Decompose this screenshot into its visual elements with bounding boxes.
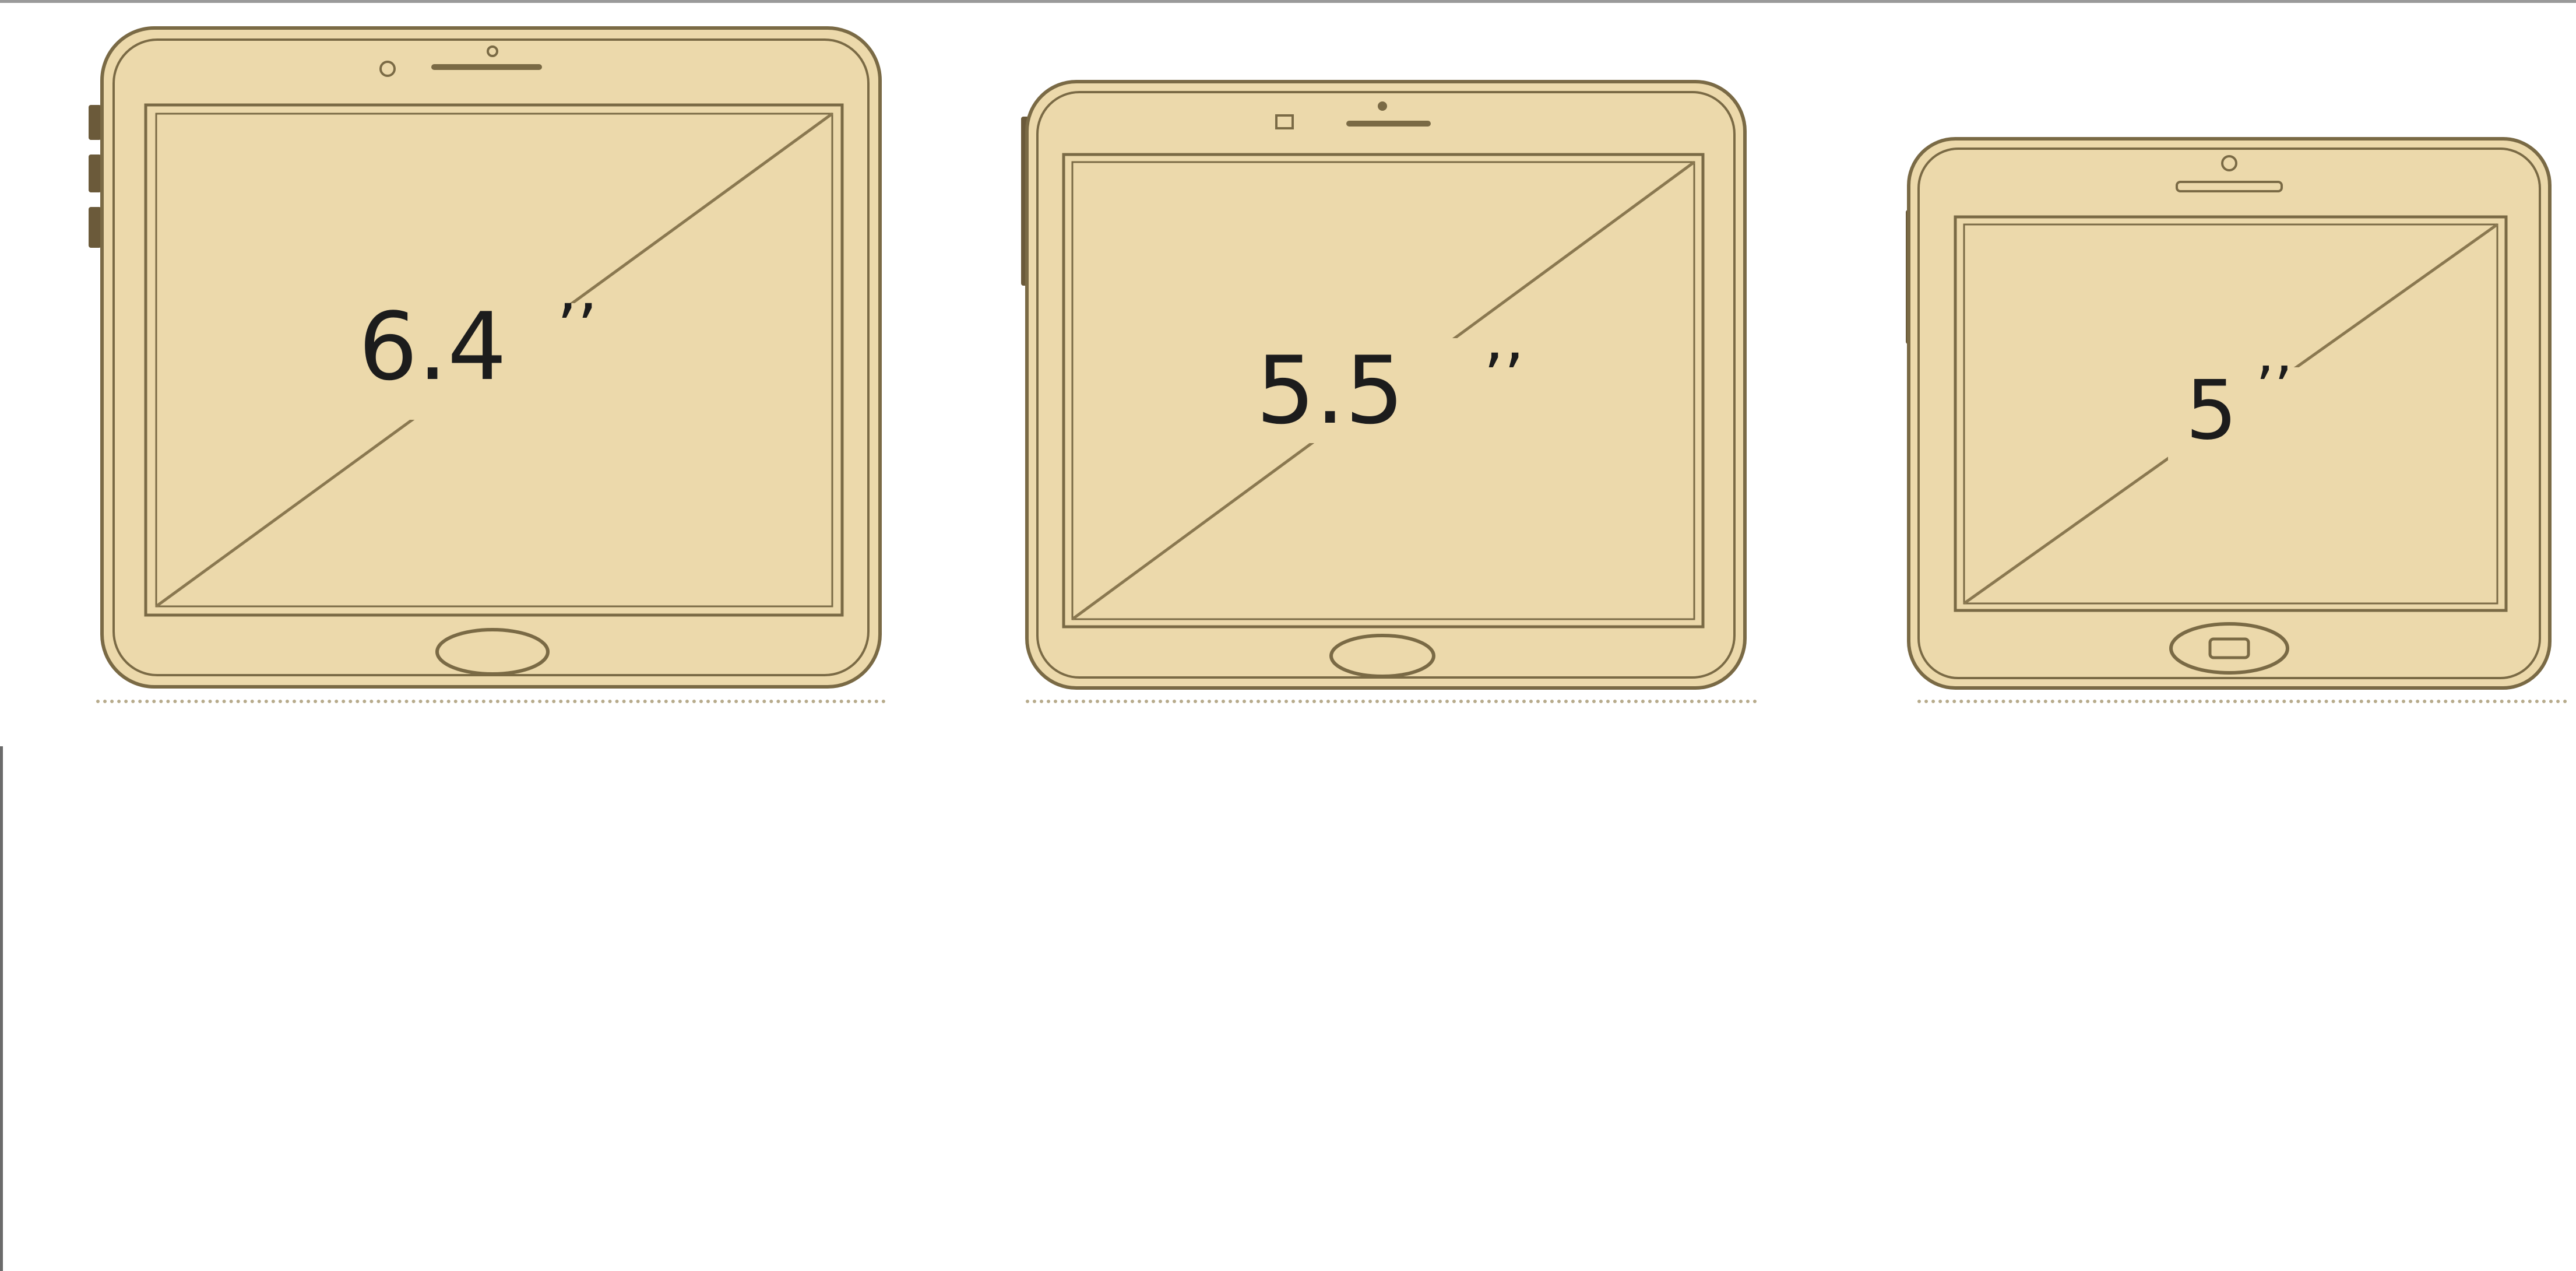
phone-1-base-strip xyxy=(96,700,886,704)
phone-3-label-backdrop xyxy=(2168,367,2360,461)
phone-2-camera-icon xyxy=(1275,114,1294,129)
left-border-line xyxy=(0,746,3,1271)
phone-2-size-label: 5.5 xyxy=(1256,336,1404,445)
phone-5: 5 ’’ xyxy=(1906,137,2552,690)
phone-2-sensor-icon xyxy=(1378,101,1387,111)
phone-3-speaker-icon xyxy=(2176,181,2283,192)
phone-3-home-button-icon xyxy=(2169,622,2289,675)
phone-1-side-button-1 xyxy=(89,105,101,140)
phone-3-base-strip xyxy=(1917,700,2567,704)
phone-2-base-strip xyxy=(1026,700,1757,704)
phone-1-sensor-icon xyxy=(487,45,498,57)
phone-5-5: 5.5 ’’ xyxy=(1021,80,1747,690)
phone-2-label-backdrop xyxy=(1247,338,1574,443)
phone-1-home-button-icon xyxy=(435,628,550,676)
phone-1-size-label: 6.4 xyxy=(358,292,506,401)
phone-3-home-button-square-icon xyxy=(2208,637,2250,659)
phone-3-size-label: 5 xyxy=(2186,363,2237,458)
phone-3-camera-icon xyxy=(2221,155,2237,171)
phone-1-side-button-2 xyxy=(89,155,101,192)
phone-1-label-backdrop xyxy=(344,303,670,420)
phone-1-inch-mark: ’’ xyxy=(557,290,597,365)
phone-1-screen-inner-edge xyxy=(155,113,833,608)
phone-2-home-button-icon xyxy=(1329,634,1435,678)
phone-3-screen-inner-edge xyxy=(1963,223,2498,605)
phone-6-4: 6.4 ’’ xyxy=(89,26,882,689)
phone-2-screen-inner-edge xyxy=(1071,161,1695,620)
phone-2-inch-mark: ’’ xyxy=(1483,340,1524,415)
phone-1-camera-icon xyxy=(379,61,396,77)
phone-3-inch-mark: ’’ xyxy=(2255,354,2293,422)
top-border-line xyxy=(0,0,2576,3)
phone-1-side-button-3 xyxy=(89,207,101,248)
